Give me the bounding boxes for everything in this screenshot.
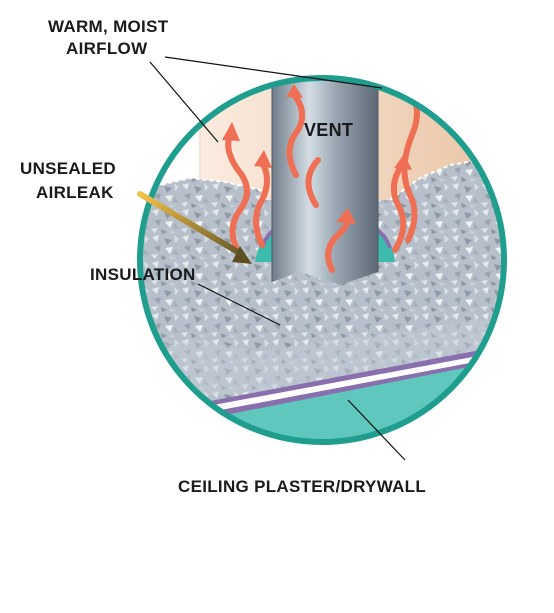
label-vent: VENT bbox=[304, 120, 353, 140]
label-airleak: AIRLEAK bbox=[36, 183, 114, 202]
cutaway-circle-border bbox=[137, 75, 507, 445]
label-insulation: INSULATION bbox=[90, 265, 196, 284]
ceiling-leader bbox=[347, 399, 406, 461]
insulation-leader bbox=[197, 283, 281, 326]
label-warm-moist: WARM, MOIST bbox=[48, 17, 169, 36]
label-ceiling: CEILING PLASTER/DRYWALL bbox=[178, 477, 426, 496]
airflow-leader-2 bbox=[164, 56, 383, 89]
vent-pipe bbox=[272, 78, 378, 290]
airleak-arrow bbox=[137, 191, 252, 264]
label-airflow: AIRFLOW bbox=[66, 39, 148, 58]
label-unsealed: UNSEALED bbox=[20, 159, 116, 178]
airflow-leader-1 bbox=[149, 61, 219, 143]
